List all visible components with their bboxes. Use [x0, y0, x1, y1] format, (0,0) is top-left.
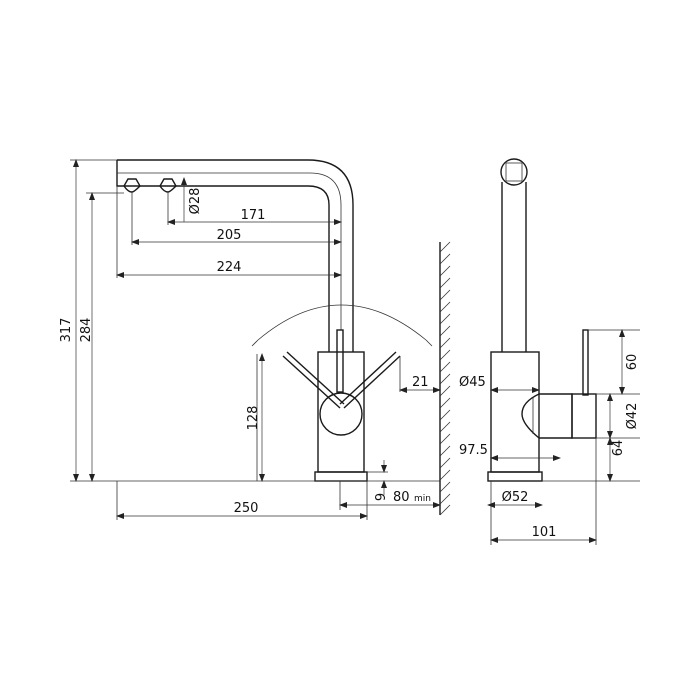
dim-label-d28: Ø28 [188, 188, 203, 215]
side-handle-cap [571, 393, 597, 439]
side-handle-body [521, 393, 573, 439]
handle-hub [319, 392, 363, 436]
handle-lever-right [343, 355, 401, 409]
arc-end-left [251, 339, 259, 347]
side-handle-lever [582, 329, 589, 396]
side-view: Ø45 60 Ø42 64 97.5 Ø52 101 [459, 158, 640, 545]
spout-centerline [117, 172, 342, 300]
aerator-outlet-2 [159, 178, 177, 193]
dim-label-9: 9 [374, 493, 389, 501]
faucet-base [314, 471, 368, 482]
dim-label-224: 224 [217, 260, 242, 275]
front-view: 317 284 Ø28 171 205 224 128 21 9 80 min … [59, 159, 451, 520]
dim-label-205: 205 [217, 228, 242, 243]
dim-label-101: 101 [532, 525, 557, 540]
handle-lever-center [336, 329, 344, 393]
handle-swing-arc [257, 304, 427, 341]
dim-label-60: 60 [625, 354, 640, 371]
handle-lever-left [282, 355, 341, 409]
handle-lever-left-b [286, 351, 345, 405]
dim-label-80-min: min [414, 494, 431, 504]
arc-end-right [425, 339, 433, 347]
dim-label-80: 80 [393, 490, 410, 505]
aerator-outlet-1 [123, 178, 141, 193]
side-base [487, 471, 543, 482]
dim-label-317: 317 [59, 318, 74, 343]
side-body [490, 351, 540, 473]
dim-label-171: 171 [241, 208, 266, 223]
dim-label-21: 21 [412, 375, 429, 390]
spout-head-circle [500, 158, 528, 186]
dim-label-d52: Ø52 [502, 490, 529, 505]
spout-outline [116, 159, 354, 352]
dim-label-d45: Ø45 [459, 375, 486, 390]
dim-label-250: 250 [234, 501, 259, 516]
wall-hatch [439, 241, 451, 516]
dim-label-d42: Ø42 [625, 403, 640, 430]
dim-label-128: 128 [246, 406, 261, 431]
faucet-body [317, 351, 365, 473]
handle-lever-right-b [339, 351, 397, 405]
dim-label-64: 64 [611, 440, 626, 457]
dim-label-284: 284 [79, 318, 94, 343]
spout-head-bracket [505, 162, 523, 182]
dim-label-97-5: 97.5 [459, 443, 488, 458]
